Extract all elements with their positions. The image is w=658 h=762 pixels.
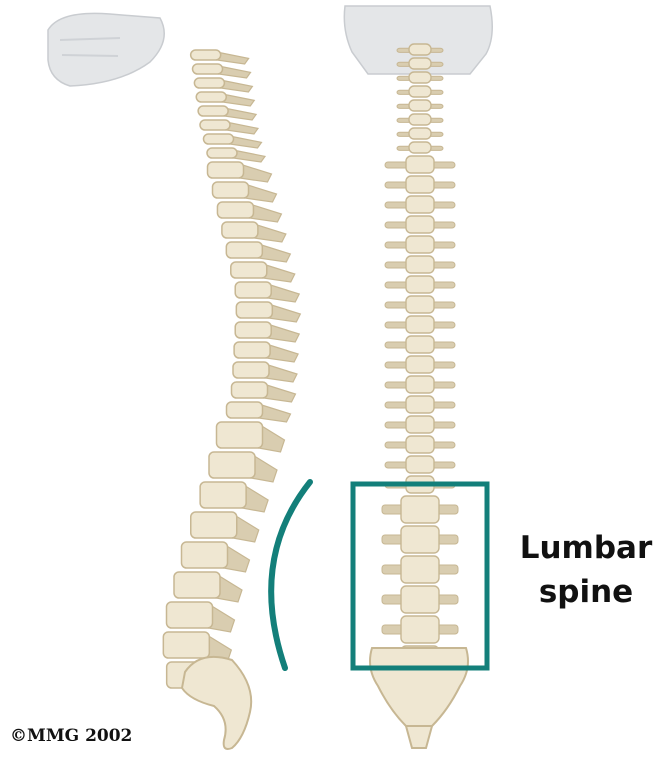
side-vertebra bbox=[209, 452, 277, 482]
side-vertebra bbox=[236, 302, 300, 322]
side-vertebra bbox=[235, 322, 299, 342]
back-vertebra bbox=[385, 436, 455, 453]
back-vertebra bbox=[385, 456, 455, 473]
side-vertebra bbox=[174, 572, 242, 602]
side-vertebra bbox=[233, 362, 297, 382]
back-vertebra bbox=[382, 586, 458, 613]
back-vertebra bbox=[385, 216, 455, 233]
lumbar-curve-arc bbox=[271, 482, 310, 668]
back-vertebra bbox=[397, 114, 443, 125]
side-vertebra bbox=[194, 78, 252, 92]
side-vertebra bbox=[222, 222, 286, 242]
lumbar-label-line2: spine bbox=[516, 572, 656, 612]
side-vertebra bbox=[182, 542, 250, 572]
side-vertebra bbox=[200, 120, 258, 134]
side-vertebra bbox=[191, 512, 259, 542]
side-vertebra bbox=[200, 482, 268, 512]
side-vertebra bbox=[234, 342, 298, 362]
side-view-spine bbox=[163, 50, 300, 692]
back-vertebra bbox=[385, 356, 455, 373]
back-vertebra bbox=[397, 128, 443, 139]
side-vertebra bbox=[196, 92, 254, 106]
back-vertebra bbox=[382, 616, 458, 643]
back-vertebra bbox=[385, 376, 455, 393]
side-skull bbox=[48, 13, 164, 86]
copyright-text: ©MMG 2002 bbox=[10, 726, 132, 746]
back-vertebra bbox=[385, 276, 455, 293]
back-vertebra bbox=[382, 556, 458, 583]
side-vertebra bbox=[226, 242, 290, 262]
back-vertebra bbox=[385, 336, 455, 353]
side-vertebra bbox=[232, 382, 296, 402]
back-vertebra bbox=[385, 176, 455, 193]
side-vertebra bbox=[204, 134, 262, 148]
side-sacrum bbox=[182, 657, 251, 749]
back-vertebra bbox=[385, 316, 455, 333]
back-vertebra bbox=[385, 196, 455, 213]
back-view-spine bbox=[382, 44, 458, 673]
back-vertebra bbox=[385, 296, 455, 313]
side-vertebra bbox=[198, 106, 256, 120]
side-vertebra bbox=[193, 64, 251, 78]
back-vertebra bbox=[385, 156, 455, 173]
side-vertebra bbox=[217, 422, 285, 452]
side-vertebra bbox=[191, 50, 249, 64]
back-vertebra bbox=[385, 396, 455, 413]
back-vertebra bbox=[385, 256, 455, 273]
side-vertebra bbox=[227, 402, 291, 422]
side-vertebra bbox=[207, 148, 265, 162]
back-sacrum bbox=[370, 648, 468, 748]
back-vertebra bbox=[385, 416, 455, 433]
back-vertebra bbox=[397, 86, 443, 97]
side-vertebra bbox=[213, 182, 277, 202]
side-vertebra bbox=[208, 162, 272, 182]
side-vertebra bbox=[167, 602, 235, 632]
side-vertebra bbox=[231, 262, 295, 282]
back-vertebra bbox=[385, 236, 455, 253]
lumbar-label-line1: Lumbar bbox=[516, 528, 656, 568]
side-vertebra bbox=[217, 202, 281, 222]
side-vertebra bbox=[235, 282, 299, 302]
back-vertebra bbox=[382, 526, 458, 553]
back-vertebra bbox=[397, 100, 443, 111]
back-vertebra bbox=[397, 142, 443, 153]
back-vertebra bbox=[382, 496, 458, 523]
